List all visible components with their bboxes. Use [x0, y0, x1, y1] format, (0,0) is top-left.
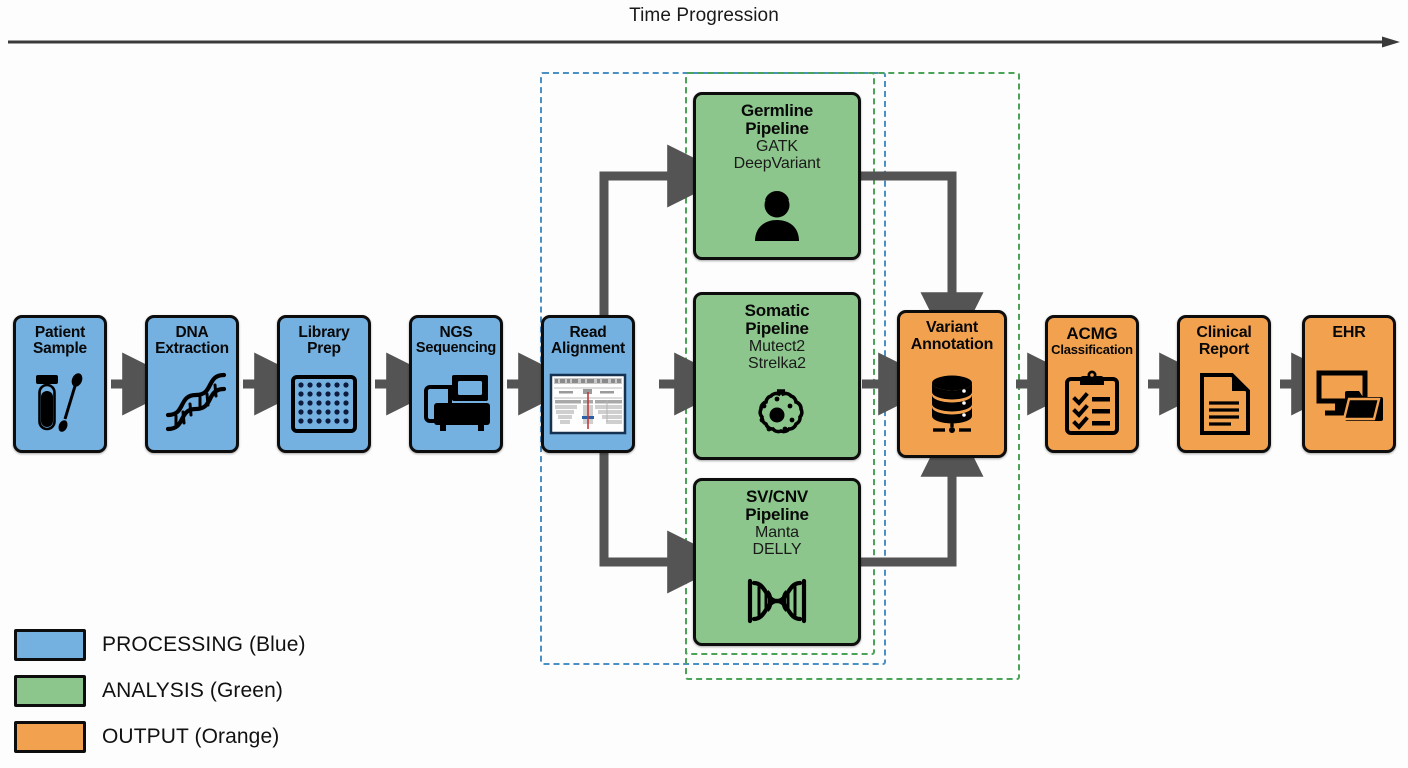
node-clinical-report[interactable]: Clinical Report	[1177, 315, 1271, 453]
genome-browser-icon	[544, 358, 632, 450]
node-title-line1: SV/CNV	[745, 487, 809, 506]
legend-label-processing: PROCESSING (Blue)	[102, 633, 306, 656]
node-acmg-classification[interactable]: ACMG Classification	[1045, 315, 1139, 453]
legend-item-output: OUTPUT (Orange)	[14, 714, 306, 760]
node-tool-2: DeepVariant	[733, 155, 821, 173]
node-patient-sample[interactable]: Patient Sample	[13, 315, 107, 453]
node-title-line1: Patient	[34, 324, 86, 341]
legend-swatch-analysis	[14, 675, 86, 707]
node-title-line1: Read	[569, 324, 607, 341]
node-title-line1: Clinical	[1196, 324, 1252, 341]
sequencer-machine-icon	[412, 357, 500, 450]
node-ehr[interactable]: EHR	[1302, 315, 1396, 453]
node-title-line2: Annotation	[910, 335, 994, 353]
node-germline-pipeline[interactable]: Germline Pipeline GATK DeepVariant	[693, 92, 861, 260]
database-icon	[900, 354, 1004, 455]
node-title-line1: Variant	[926, 319, 978, 336]
dna-helix-icon	[148, 358, 236, 450]
node-title-line1: NGS	[439, 324, 473, 341]
person-icon	[696, 173, 858, 257]
node-ngs-sequencing[interactable]: NGS Sequencing	[409, 315, 503, 453]
legend-swatch-processing	[14, 629, 86, 661]
node-variant-annotation[interactable]: Variant Annotation	[897, 310, 1007, 458]
tumor-cell-icon	[696, 373, 858, 457]
node-title-line2: Sample	[33, 340, 87, 358]
legend: PROCESSING (Blue) ANALYSIS (Green) OUTPU…	[14, 622, 306, 760]
monitor-folder-icon	[1305, 342, 1393, 450]
node-dna-extraction[interactable]: DNA Extraction	[145, 315, 239, 453]
node-tool-1: GATK	[756, 138, 798, 156]
dna-rearrangement-icon	[696, 559, 858, 643]
legend-swatch-output	[14, 721, 86, 753]
legend-label-analysis: ANALYSIS (Green)	[102, 679, 283, 702]
node-title-line2: Sequencing	[415, 340, 497, 357]
node-title-line2: Pipeline	[745, 505, 809, 525]
node-tool-2: Strelka2	[748, 355, 806, 373]
node-title-line2: Report	[1198, 340, 1250, 358]
legend-item-processing: PROCESSING (Blue)	[14, 622, 306, 668]
node-tool-2: DELLY	[752, 541, 802, 559]
clipboard-checklist-icon	[1048, 357, 1136, 450]
document-icon	[1180, 359, 1268, 450]
blood-tube-swab-icon	[16, 358, 104, 450]
node-tool-1: Manta	[755, 524, 799, 542]
node-title-line1: Germline	[740, 101, 814, 120]
node-title-line1: Somatic	[744, 301, 810, 320]
node-tool-1: Mutect2	[748, 338, 806, 356]
node-title-line2: Pipeline	[745, 319, 809, 339]
page-title: Time Progression	[629, 5, 779, 26]
node-title-line1: ACMG	[1066, 324, 1118, 343]
node-title-line1: Library	[298, 324, 350, 341]
time-progression-arrow	[8, 36, 1400, 48]
node-title-line2: Extraction	[155, 340, 229, 358]
node-title-line2: Pipeline	[745, 119, 809, 139]
node-somatic-pipeline[interactable]: Somatic Pipeline Mutect2 Strelka2	[693, 292, 861, 460]
node-title-line2: Prep	[307, 340, 341, 358]
legend-item-analysis: ANALYSIS (Green)	[14, 668, 306, 714]
node-read-alignment[interactable]: Read Alignment	[541, 315, 635, 453]
node-title-line1: DNA	[175, 324, 209, 341]
node-title-line1: EHR	[1332, 324, 1366, 341]
node-library-prep[interactable]: Library Prep	[277, 315, 371, 453]
node-title-line2: Alignment	[551, 340, 625, 358]
legend-label-output: OUTPUT (Orange)	[102, 725, 280, 748]
microplate-icon	[280, 358, 368, 450]
node-title-line2: Classification	[1051, 342, 1133, 358]
node-svcnv-pipeline[interactable]: SV/CNV Pipeline Manta DELLY	[693, 478, 861, 646]
